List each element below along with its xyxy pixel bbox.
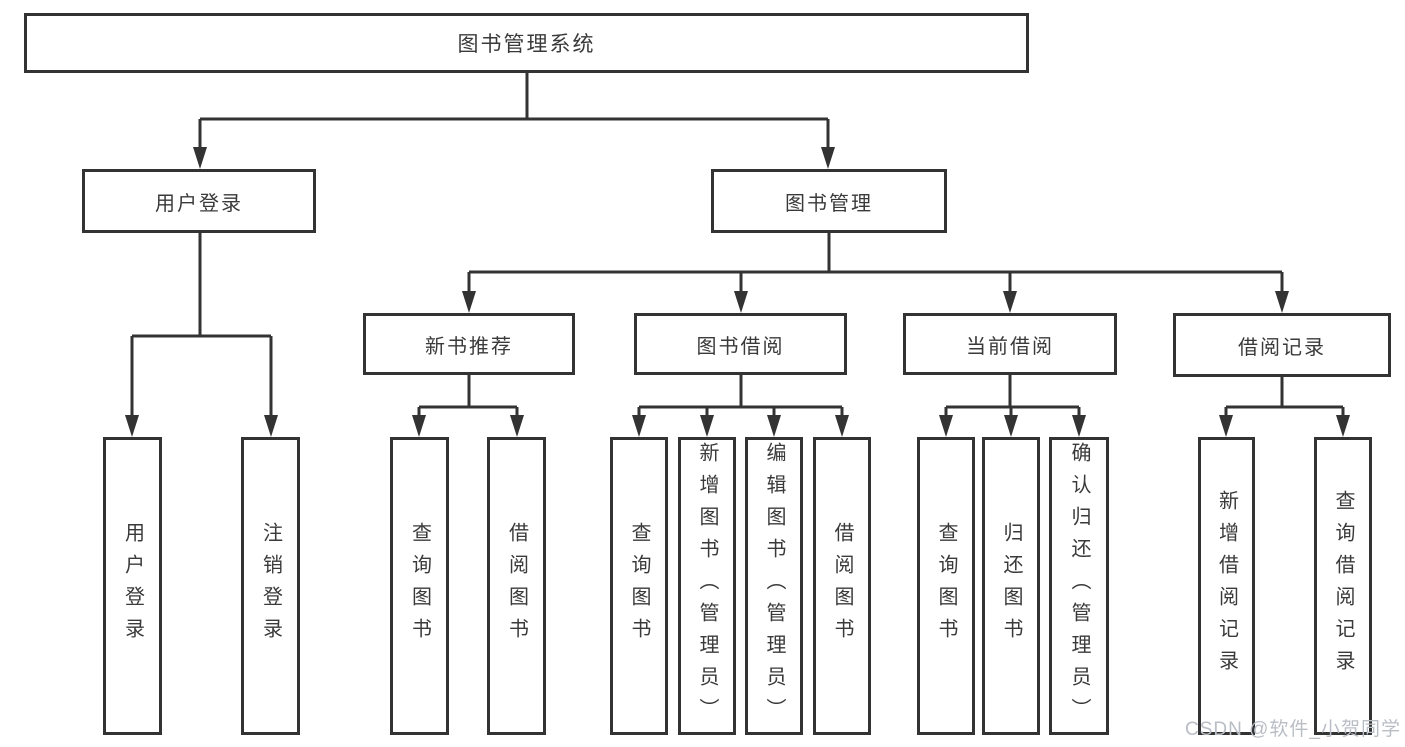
leaf-query-books-newbook: 查询图书 bbox=[390, 437, 449, 735]
leaf-label: 新增借阅记录 bbox=[1215, 490, 1238, 682]
node-current-borrow: 当前借阅 bbox=[903, 313, 1117, 375]
leaf-label: 确认归还（管理员） bbox=[1068, 442, 1090, 730]
leaf-label: 注销登录 bbox=[259, 522, 282, 650]
leaf-label: 新增图书（管理员） bbox=[696, 442, 718, 730]
leaf-return-book: 归还图书 bbox=[982, 437, 1040, 735]
node-label: 借阅记录 bbox=[1238, 336, 1326, 359]
watermark: CSDN @软件_小贺同学 bbox=[1185, 719, 1401, 740]
node-new-book-recommend: 新书推荐 bbox=[363, 313, 575, 375]
leaf-label: 借阅图书 bbox=[831, 522, 853, 650]
leaf-borrow-books-newbook: 借阅图书 bbox=[487, 437, 546, 735]
leaf-add-borrow-record: 新增借阅记录 bbox=[1198, 437, 1255, 735]
leaf-query-books-current: 查询图书 bbox=[917, 437, 975, 735]
leaf-add-book-admin: 新增图书（管理员） bbox=[678, 437, 736, 735]
leaf-label: 查询图书 bbox=[408, 522, 431, 650]
node-label: 图书管理 bbox=[785, 192, 873, 215]
node-label: 新书推荐 bbox=[425, 335, 513, 358]
leaf-label: 查询图书 bbox=[935, 522, 957, 650]
node-borrow-records: 借阅记录 bbox=[1173, 313, 1391, 377]
leaf-label: 归还图书 bbox=[1000, 522, 1022, 650]
leaf-logout: 注销登录 bbox=[241, 437, 300, 735]
node-user-login: 用户登录 bbox=[82, 169, 316, 233]
leaf-label: 编辑图书（管理员） bbox=[763, 442, 785, 730]
leaf-label: 用户登录 bbox=[121, 522, 144, 650]
node-label: 当前借阅 bbox=[966, 335, 1054, 358]
node-label: 图书借阅 bbox=[696, 335, 785, 358]
leaf-user-login: 用户登录 bbox=[103, 437, 162, 735]
node-library-system: 图书管理系统 bbox=[24, 13, 1029, 73]
node-label: 用户登录 bbox=[155, 192, 243, 215]
leaf-query-books-borrow: 查询图书 bbox=[610, 437, 668, 735]
node-label: 图书管理系统 bbox=[457, 33, 596, 56]
node-book-borrow: 图书借阅 bbox=[634, 313, 847, 375]
leaf-confirm-return-admin: 确认归还（管理员） bbox=[1049, 437, 1109, 735]
node-book-management: 图书管理 bbox=[711, 169, 947, 233]
leaf-label: 查询图书 bbox=[628, 522, 650, 650]
leaf-query-borrow-record: 查询借阅记录 bbox=[1314, 437, 1372, 735]
leaf-edit-book-admin: 编辑图书（管理员） bbox=[745, 437, 803, 735]
leaf-borrow-books-borrow: 借阅图书 bbox=[813, 437, 871, 735]
leaf-label: 查询借阅记录 bbox=[1332, 490, 1354, 682]
leaf-label: 借阅图书 bbox=[505, 522, 528, 650]
